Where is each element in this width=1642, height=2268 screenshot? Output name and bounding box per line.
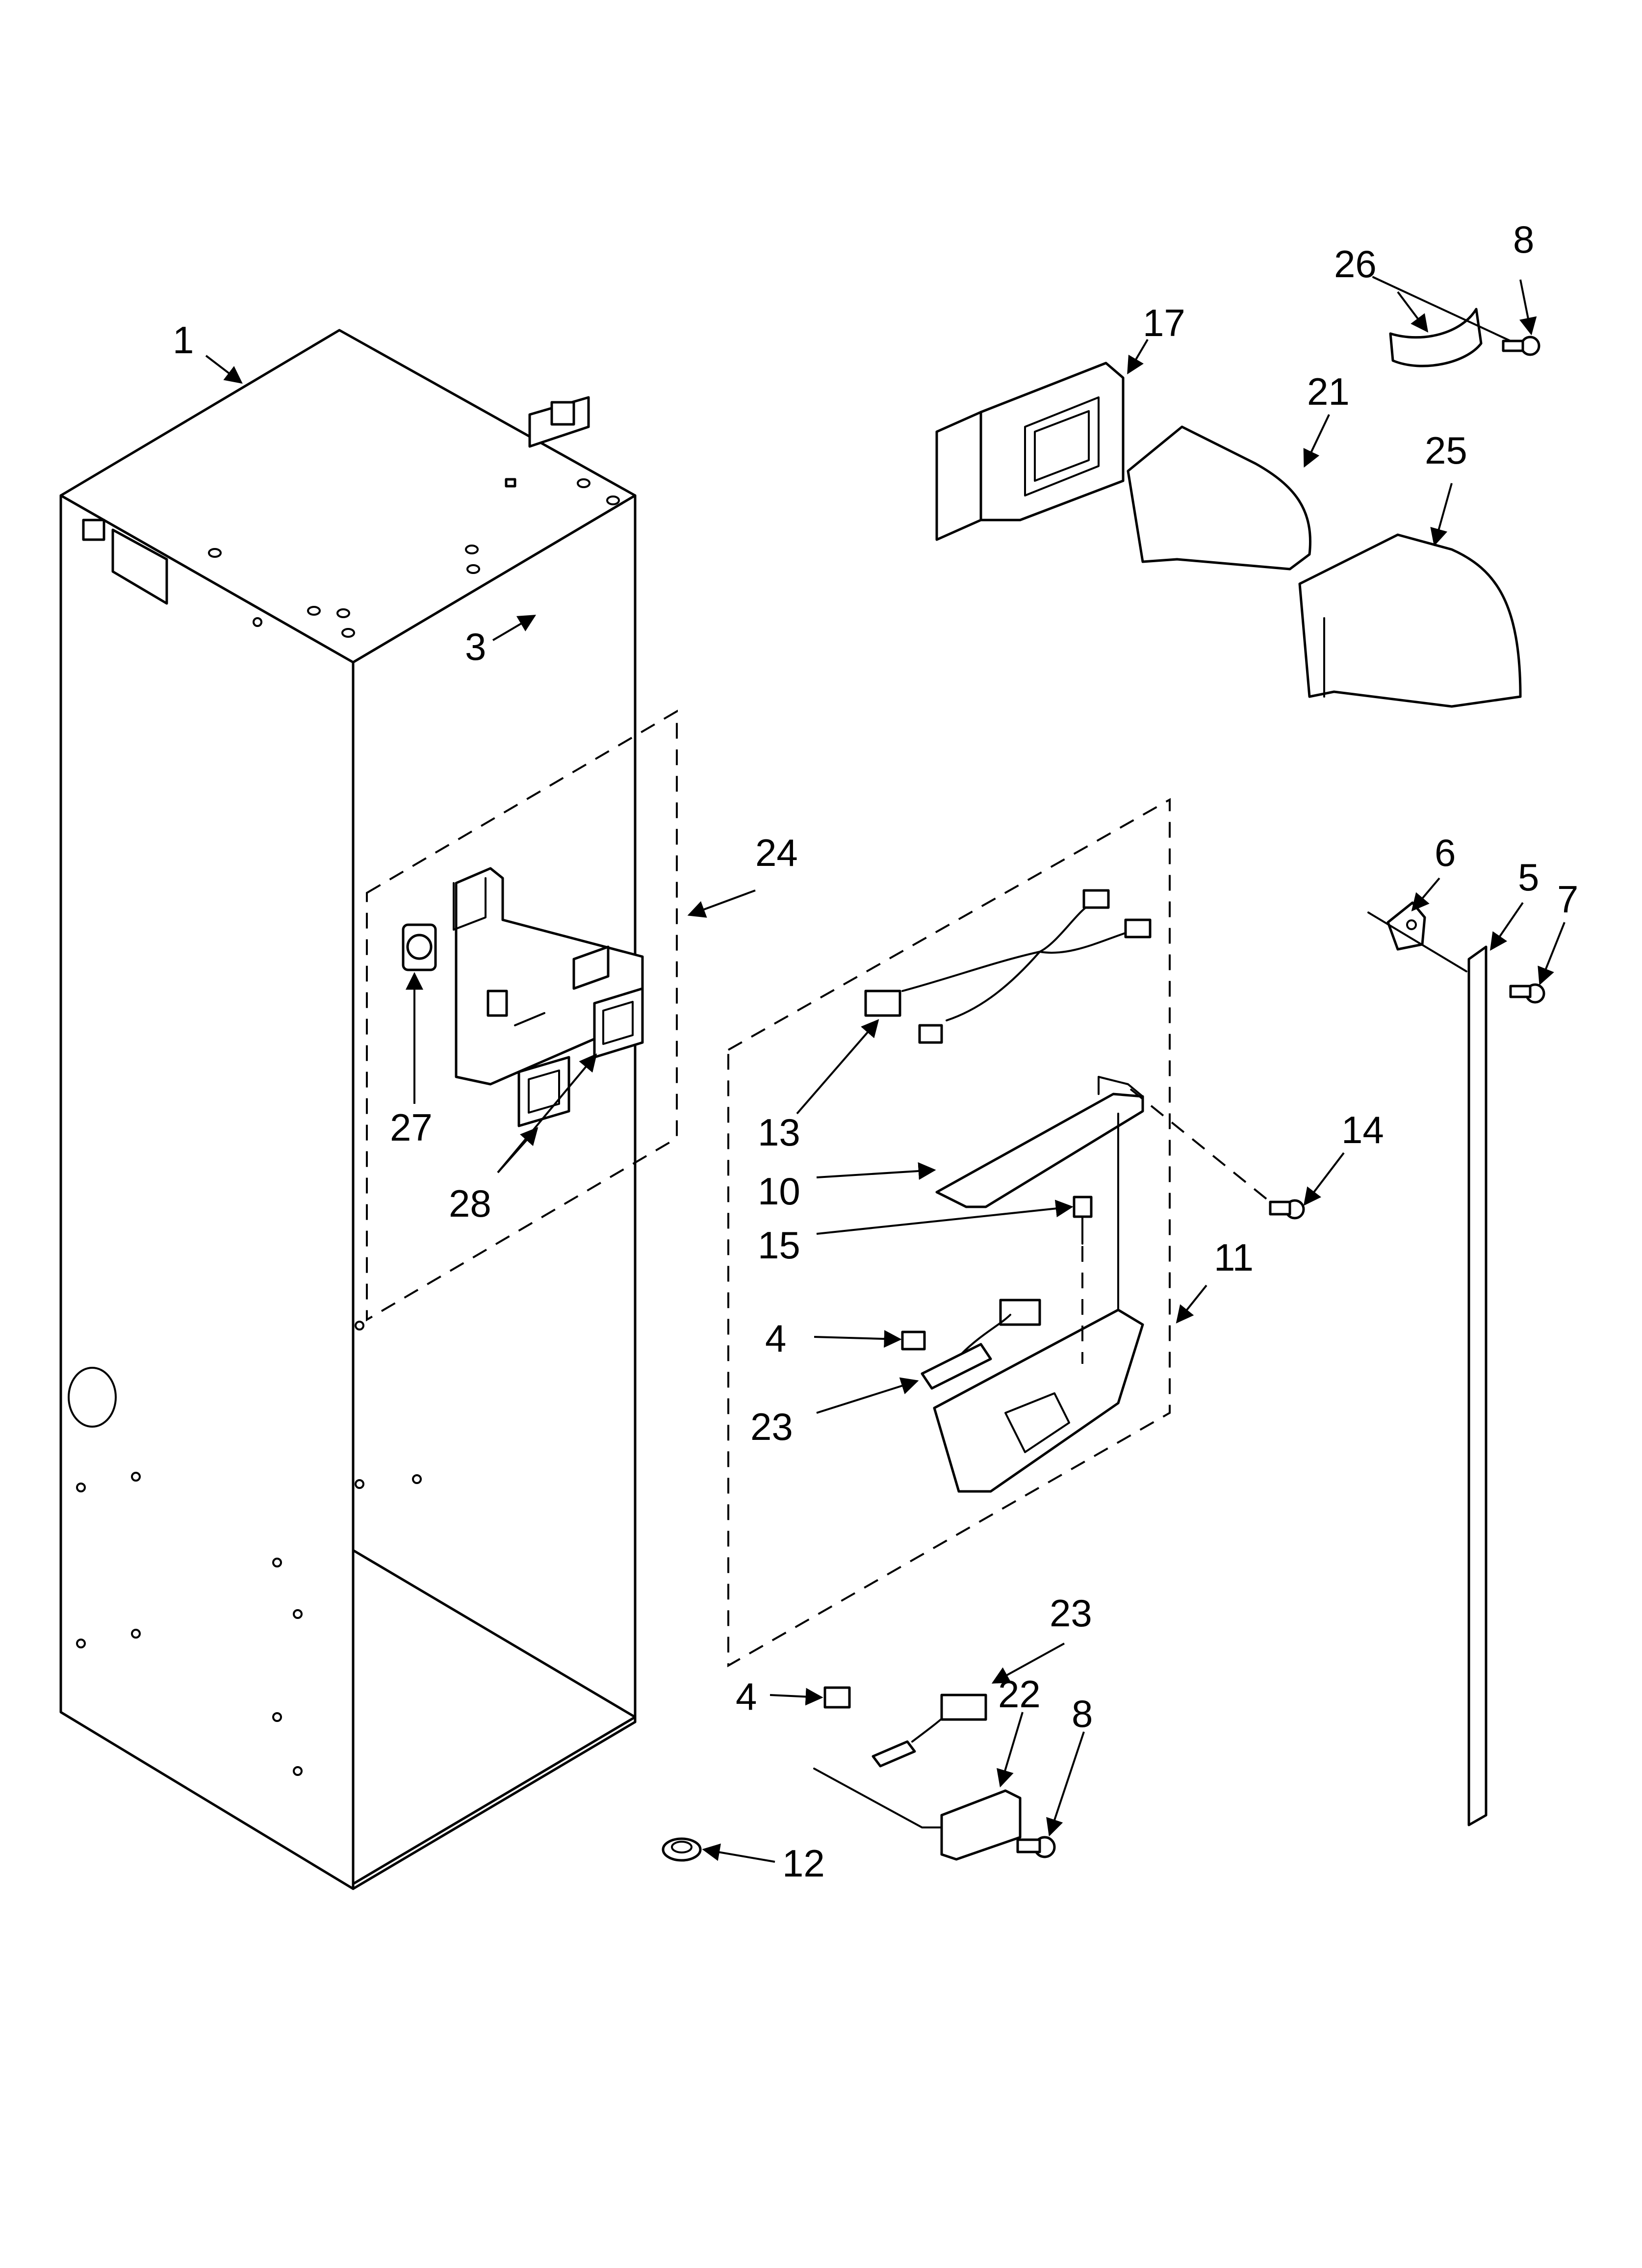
- clip-4-lower: [823, 1686, 851, 1709]
- screw-8-lower: [1016, 1836, 1056, 1858]
- cover-21: [1127, 425, 1311, 571]
- callout-25: 25: [1425, 429, 1467, 472]
- callout-3: 3: [465, 625, 486, 668]
- sensor-23-upper: [921, 1299, 1041, 1390]
- callout-4-upper: 4: [765, 1317, 786, 1360]
- clip-4-upper: [901, 1330, 926, 1351]
- screw-8-top: [1502, 336, 1540, 356]
- screw-7: [1509, 983, 1545, 1004]
- callout-23-upper: 23: [750, 1405, 793, 1448]
- vent-17: [935, 362, 1125, 541]
- wire-harness-13: [864, 889, 1152, 1044]
- callout-17: 17: [1143, 301, 1185, 344]
- callout-26: 26: [1334, 242, 1377, 286]
- control-bracket-10: [935, 1076, 1144, 1208]
- housing-assembly-outline: [366, 709, 678, 1322]
- callout-11: 11: [1214, 1236, 1254, 1279]
- callout-4-lower: 4: [736, 1675, 757, 1718]
- plug-12: [662, 1837, 702, 1862]
- callout-12: 12: [782, 1842, 825, 1885]
- callout-8-lower: 8: [1072, 1692, 1093, 1735]
- clip-26: [1372, 276, 1512, 367]
- callout-27: 27: [390, 1106, 433, 1149]
- cabinet: [59, 329, 637, 1890]
- callout-6: 6: [1435, 831, 1456, 874]
- leader-lines: [205, 279, 1565, 1863]
- callout-labels: 1 3 4 4 5 6 7 8 8 10 11 12 13 14 15 17 2…: [173, 218, 1578, 1885]
- knob-27: [402, 923, 437, 971]
- screw-14: [1129, 1088, 1305, 1220]
- callout-21: 21: [1307, 370, 1350, 413]
- callout-23-lower: 23: [1050, 1591, 1092, 1635]
- callout-15: 15: [758, 1224, 800, 1267]
- callout-8-top: 8: [1513, 218, 1534, 261]
- callout-28: 28: [449, 1182, 491, 1225]
- screw-15: [1073, 1196, 1093, 1364]
- sensor-23-lower: [872, 1694, 987, 1768]
- rail-5: [1467, 945, 1488, 1826]
- cover-25: [1298, 533, 1522, 708]
- sensor-22: [813, 1768, 1022, 1861]
- callout-1: 1: [173, 318, 194, 362]
- callout-10: 10: [758, 1170, 800, 1213]
- callout-14: 14: [1341, 1108, 1384, 1151]
- control-box-11: [933, 1113, 1144, 1493]
- callout-5: 5: [1518, 856, 1539, 899]
- callout-24: 24: [755, 831, 798, 874]
- control-assembly-outline: [727, 798, 1171, 1668]
- callout-7: 7: [1557, 878, 1578, 921]
- callout-22: 22: [998, 1672, 1041, 1716]
- callout-13: 13: [758, 1111, 800, 1154]
- bezel-28: [517, 987, 644, 1127]
- nut-6: [1367, 901, 1467, 972]
